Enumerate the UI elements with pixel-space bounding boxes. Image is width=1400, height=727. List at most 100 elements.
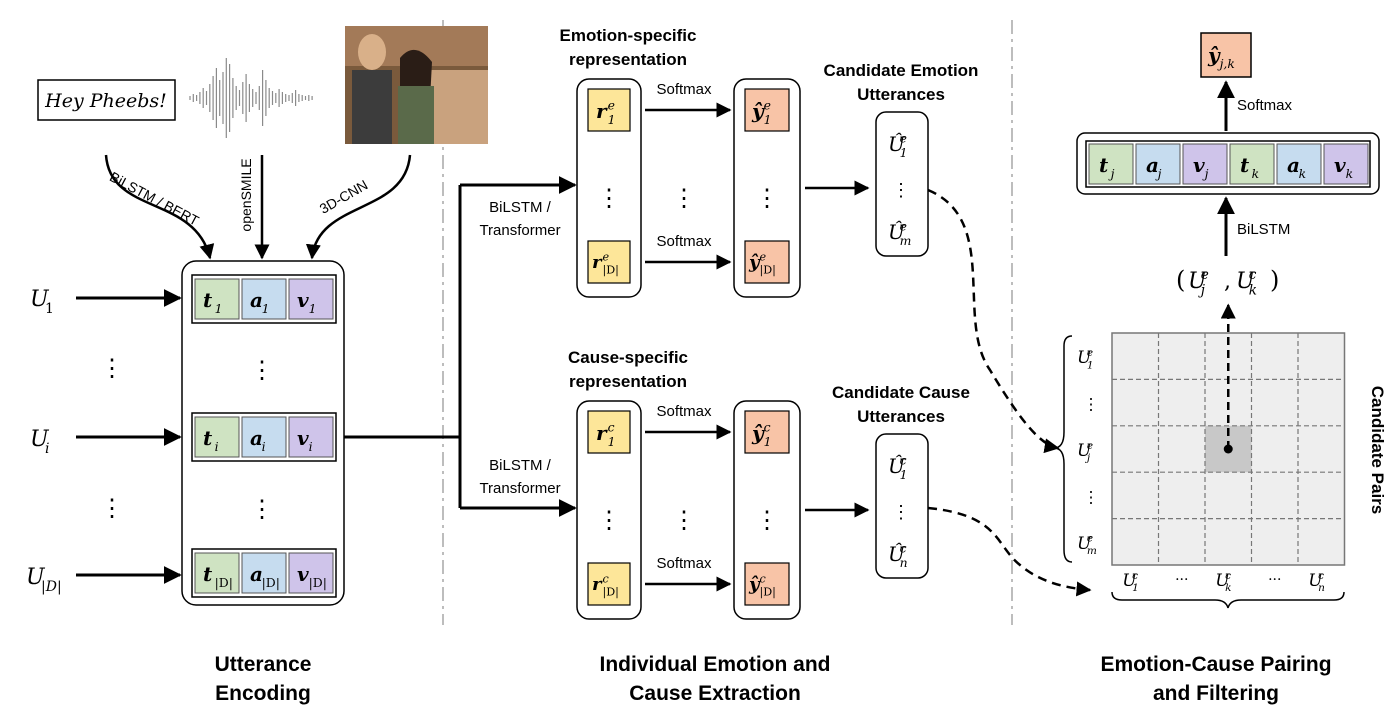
svg-text:|D|: |D| <box>602 585 618 598</box>
svg-text:U: U <box>1308 571 1323 591</box>
svg-text:t: t <box>1240 153 1250 177</box>
cause-cand-container <box>875 433 929 579</box>
svg-text:j,k: j,k <box>1217 56 1235 71</box>
feature-symbol: a1 <box>250 288 269 316</box>
concat-symbol: ak <box>1287 153 1306 181</box>
emotion-pred-cell <box>744 240 790 284</box>
svg-text:1: 1 <box>764 112 772 127</box>
svg-text:1: 1 <box>608 112 616 127</box>
emotion-dots: ⋮ <box>672 184 696 212</box>
svg-text:c: c <box>602 572 609 585</box>
encoding-row: t|D|a|D|v|D| <box>191 548 337 598</box>
svg-text:1: 1 <box>1132 582 1139 594</box>
svg-text:and Filtering: and Filtering <box>1153 682 1279 705</box>
softmax-label: Softmax <box>1237 97 1293 114</box>
svg-text:U: U <box>1077 534 1092 554</box>
svg-text:U: U <box>30 427 50 452</box>
cause-to-grid-arrow <box>927 506 1092 597</box>
svg-text:e: e <box>1087 440 1093 452</box>
svg-text:|D|: |D| <box>41 579 62 595</box>
text-input-label: Hey Pheebs! <box>44 90 167 112</box>
svg-text:Transformer: Transformer <box>479 480 560 497</box>
cause-encoder-label: BiLSTM / Transformer <box>479 457 560 497</box>
svg-text:v: v <box>1193 153 1205 177</box>
utterance-dots-top: ⋮ <box>100 354 124 382</box>
emotion-repr-cell <box>587 88 631 132</box>
svg-text:k: k <box>1346 166 1354 181</box>
concat-cell <box>1088 143 1134 185</box>
feature-cell <box>288 416 334 458</box>
row-label: Uem <box>1077 533 1097 557</box>
svg-text:ŷ: ŷ <box>748 574 761 595</box>
cause-dots: ⋮ <box>755 506 779 534</box>
svg-text:t: t <box>203 288 213 312</box>
svg-text:r: r <box>592 252 603 273</box>
svg-text:t: t <box>203 562 213 586</box>
row-label: Ue1 <box>1077 347 1094 371</box>
svg-text:i: i <box>215 439 219 454</box>
svg-text:Û: Û <box>888 453 906 478</box>
tv-scene-two-people-icon <box>345 26 488 144</box>
encoding-dots-top: ⋮ <box>250 356 274 384</box>
col-brace <box>1111 591 1345 609</box>
utterance-u1: U 1 <box>30 287 54 317</box>
emotion-cand-dots: ⋮ <box>892 180 910 201</box>
feature-cell <box>241 552 287 594</box>
row-label-dots: ⋮ <box>1083 487 1099 506</box>
svg-text:i: i <box>262 439 266 454</box>
svg-text:n: n <box>900 555 908 570</box>
emotion-dots: ⋮ <box>597 184 621 212</box>
svg-text:e: e <box>900 219 907 234</box>
col-label-dots: ··· <box>1175 572 1188 588</box>
cause-dots: ⋮ <box>672 506 696 534</box>
textual-input-arrow <box>104 154 215 260</box>
svg-text:1: 1 <box>309 301 317 316</box>
svg-text:e: e <box>1201 267 1209 283</box>
svg-text:Û: Û <box>888 541 906 566</box>
cause-cand-top: Ûc1 <box>888 453 907 482</box>
emotion-cand-top: Ûe1 <box>888 131 907 160</box>
svg-text:v: v <box>297 426 309 450</box>
bilstm-label: BiLSTM <box>1237 221 1290 238</box>
svg-text:ŷ: ŷ <box>751 421 765 445</box>
feature-cell <box>288 278 334 320</box>
cause-pred-cell <box>744 562 790 606</box>
svg-text:ŷ: ŷ <box>751 99 765 123</box>
cause-cand-title-1: Candidate Cause <box>832 383 970 402</box>
emotion-encoder-label: BiLSTM / Transformer <box>479 199 560 239</box>
stage-1-title: Utterance Encoding <box>215 653 312 705</box>
feature-symbol: v|D| <box>297 562 327 590</box>
svg-text:ŷ: ŷ <box>748 252 761 273</box>
candidate-pairs-label: Candidate Pairs <box>1368 386 1387 515</box>
svg-text:a: a <box>250 562 263 586</box>
cause-softmax-label: Softmax <box>656 555 712 572</box>
svg-text:c: c <box>1249 267 1257 283</box>
svg-text:c: c <box>1318 570 1324 582</box>
stage-3-title: Emotion-Cause Pairing and Filtering <box>1100 653 1331 705</box>
svg-text:e: e <box>1087 533 1093 545</box>
svg-text:Û: Û <box>888 219 906 244</box>
svg-text:c: c <box>900 541 907 556</box>
concat-cell <box>1276 143 1322 185</box>
svg-text:e: e <box>1087 347 1093 359</box>
svg-text:c: c <box>764 420 771 435</box>
emotion-softmax-label: Softmax <box>656 233 712 250</box>
feature-cell <box>194 552 240 594</box>
svg-text:r: r <box>592 574 603 595</box>
svg-text:e: e <box>764 98 771 113</box>
pair-output-cell <box>1200 32 1252 78</box>
svg-text:|D|: |D| <box>759 263 775 276</box>
emotion-cand-title-2: Utterances <box>857 85 945 104</box>
